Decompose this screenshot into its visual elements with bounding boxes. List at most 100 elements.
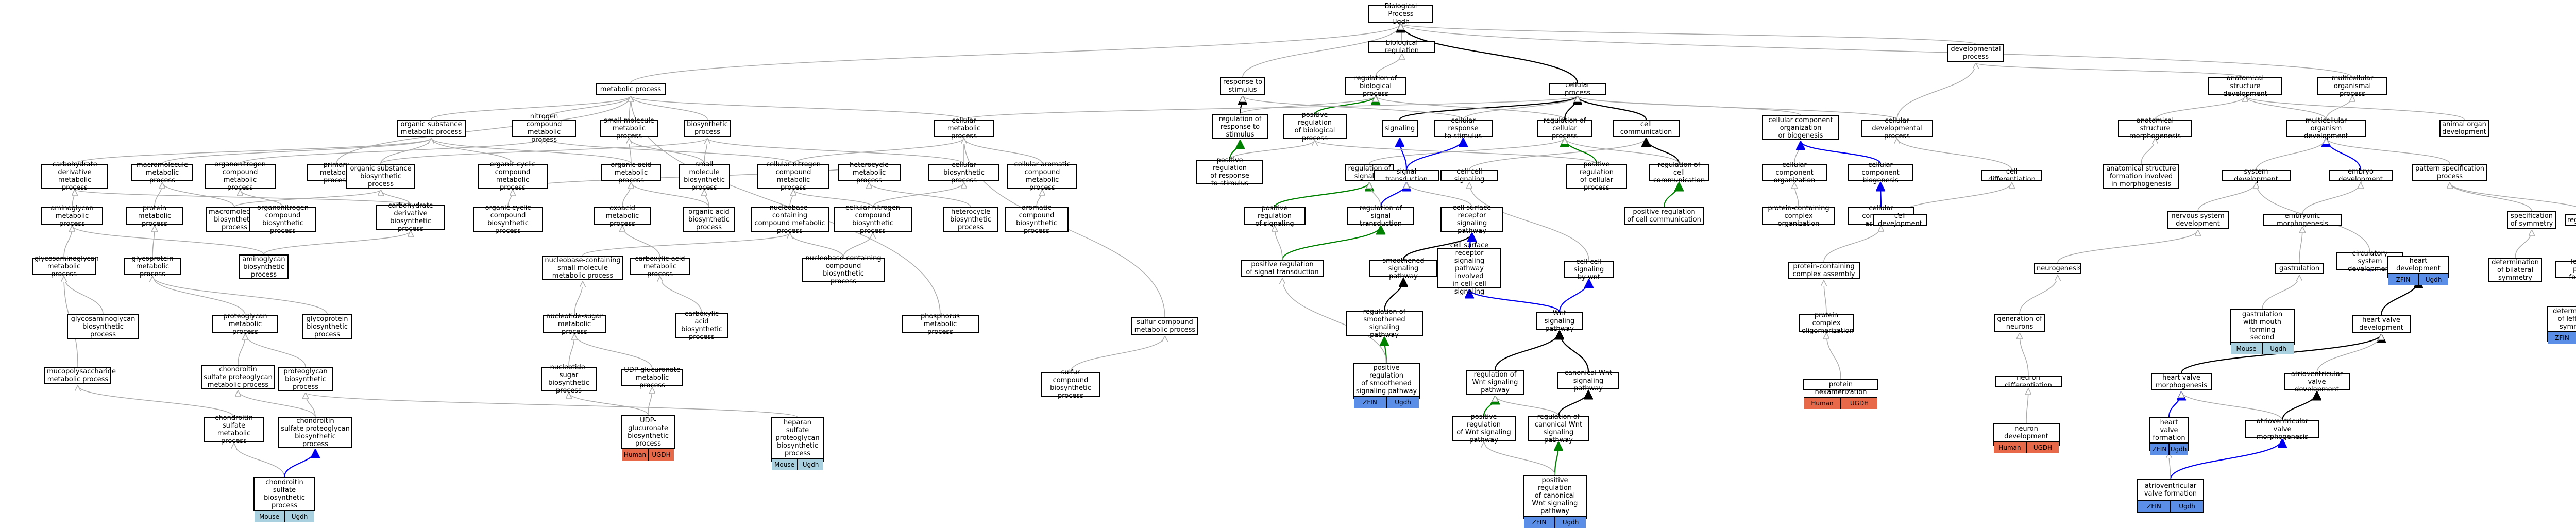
go-term-cellcomp[interactable]: cellular component organization or bioge… (1762, 115, 1839, 140)
go-term-posregcp[interactable]: positive regulation of cellular process (1566, 161, 1627, 192)
go-term-determ[interactable]: determination of bilateral symmetry (2488, 258, 2542, 282)
go-term-metab[interactable]: metabolic process (596, 83, 666, 95)
go-term-nervdev[interactable]: nervous system development (2167, 211, 2229, 229)
go-term-regsmooth[interactable]: regulation of smoothened signaling pathw… (1346, 308, 1423, 339)
go-term-hetero[interactable]: heterocycle metabolic process (838, 161, 901, 184)
go-term-celldiff[interactable]: cell differentiation (1981, 168, 2042, 183)
annotation-tag-mouse[interactable]: Mouse (2231, 343, 2262, 354)
go-term-wntcc[interactable]: cell-cell signaling by wnt (1564, 258, 1614, 281)
go-term-heartvalvedev[interactable]: heart valve development (2352, 315, 2411, 333)
go-term-phosph[interactable]: phosphorus metabolic process (902, 313, 979, 336)
annotation-tag-ugdh[interactable]: UGDH (648, 449, 674, 461)
go-term-cellcellsig[interactable]: cell-cell signaling (1440, 168, 1498, 183)
go-term-posresp[interactable]: positive regulation of response to stimu… (1196, 157, 1263, 188)
go-term-devproc[interactable]: developmental process (1947, 44, 2004, 62)
go-term-macromol[interactable]: macromolecule metabolic process (131, 161, 193, 184)
go-term-cellnitro[interactable]: cellular nitrogen compound metabolic pro… (757, 161, 829, 192)
go-term-regcellproc[interactable]: regulation of cellular process (1537, 117, 1592, 140)
go-term-determlr[interactable]: determination of left/right symmetryZFIN… (2547, 306, 2576, 344)
annotation-tag-ugdh[interactable]: Ugdh (797, 459, 823, 470)
annotation-tag-zfin[interactable]: ZFIN (2388, 274, 2418, 285)
go-term-cellmetab[interactable]: cellular metabolic process (934, 117, 994, 140)
go-term-celldevt[interactable]: cell development (1873, 212, 1927, 228)
go-term-orgcyc[interactable]: organic cyclic compound metabolic proces… (478, 161, 548, 192)
go-term-orgcycbio[interactable]: organic cyclic compound biosynthetic pro… (473, 204, 543, 235)
go-term-posregsigtrans[interactable]: positive regulation of signal transducti… (1241, 260, 1324, 277)
annotation-tag-ugdh[interactable]: Ugdh (2170, 501, 2203, 512)
go-term-nucsugar[interactable]: nucleotide-sugar metabolic process (543, 313, 606, 336)
go-term-orgacidbio[interactable]: organic acid biosynthetic process (683, 207, 735, 232)
go-term-patspec[interactable]: pattern specification process (2412, 164, 2487, 181)
annotation-tag-ugdh[interactable]: Ugdh (2262, 343, 2294, 354)
go-term-signaling[interactable]: signaling (1382, 120, 1418, 137)
go-term-organonitrobio[interactable]: organonitrogen compound biosynthetic pro… (249, 204, 316, 235)
go-term-cellarom[interactable]: cellular aromatic compound metabolic pro… (1007, 161, 1077, 192)
go-term-orgacid[interactable]: organic acid metabolic process (601, 161, 661, 184)
go-term-regwnt[interactable]: regulation of Wnt signaling pathway (1466, 370, 1524, 395)
annotation-tag-zfin[interactable]: ZFIN (1354, 397, 1386, 408)
annotation-tag-ugdh[interactable]: Ugdh (2168, 444, 2188, 455)
go-term-proteoglybio[interactable]: proteoglycan biosynthetic process (278, 367, 333, 391)
go-term-ccbio[interactable]: cellular component biogenesis (1848, 161, 1913, 184)
go-term-anatmorph[interactable]: anatomical structure morphogenesis (2118, 117, 2192, 140)
go-term-multidev[interactable]: multicellular organismal process (2317, 75, 2387, 98)
annotation-tag-zfin[interactable]: ZFIN (2138, 501, 2170, 512)
go-term-posregwnt[interactable]: positive regulation of Wnt signaling pat… (1452, 413, 1516, 444)
annotation-tag-human[interactable]: Human (1804, 398, 1840, 409)
annotation-tag-human[interactable]: Human (622, 449, 648, 461)
go-term-chondsulfmet[interactable]: chondroitin sulfate metabolic process (204, 414, 264, 445)
go-term-nbasesmall[interactable]: nucleobase-containing small molecule met… (542, 256, 623, 280)
go-term-chondbio[interactable]: chondroitin sulfate biosynthetic process… (253, 477, 315, 522)
go-term-glycosamino[interactable]: glycosaminoglycan metabolic process (32, 255, 99, 278)
go-term-cellcomm[interactable]: cell communication (1613, 120, 1680, 137)
go-term-orgsub[interactable]: organic substance metabolic process (397, 120, 466, 137)
go-term-regsigtrans[interactable]: regulation of signal transduction (1347, 205, 1414, 228)
annotation-tag-human[interactable]: Human (1994, 442, 2026, 453)
go-term-carbox[interactable]: carboxylic acid metabolic process (630, 255, 690, 278)
go-term-glycopro[interactable]: glycoprotein metabolic process (124, 255, 181, 278)
go-term-atriovmorph[interactable]: atrioventricular valve morphogenesis (2245, 418, 2319, 441)
go-term-smallmolbio[interactable]: small molecule biosynthetic process (679, 161, 730, 192)
go-term-heparan[interactable]: heparan sulfate proteoglycan biosyntheti… (771, 417, 824, 470)
go-term-anatform[interactable]: anatomical structure formation involved … (2103, 164, 2179, 189)
go-term-biosyn[interactable]: biosynthetic process (684, 120, 731, 137)
go-term-orgsubbio[interactable]: organic substance biosynthetic process (346, 164, 415, 189)
go-term-resp[interactable]: response to stimulus (1220, 77, 1265, 95)
annotation-tag-ugdh[interactable]: UGDH (1840, 398, 1877, 409)
go-term-nbasebio[interactable]: nucleobase-containing compound biosynthe… (802, 254, 885, 285)
go-term-posregcanwnt[interactable]: positive regulation of canonical Wnt sig… (1523, 475, 1587, 528)
annotation-tag-ugdh[interactable]: Ugdh (2418, 274, 2448, 285)
go-term-wntinv[interactable]: cell surface receptor signaling pathway … (1437, 242, 1501, 296)
go-term-regcanwnt[interactable]: regulation of canonical Wnt signaling pa… (1528, 413, 1589, 444)
go-term-sigtrans[interactable]: signal transduction (1374, 168, 1439, 183)
go-term-cellbio[interactable]: cellular biosynthetic process (928, 161, 999, 184)
go-term-sulfurbio[interactable]: sulfur compound biosynthetic process (1041, 369, 1100, 400)
go-term-regbp[interactable]: regulation of biological process (1345, 75, 1406, 98)
go-term-cellsurf[interactable]: cell surface receptor signaling pathway (1440, 204, 1503, 235)
go-term-chondprotbio[interactable]: chondroitin sulfate proteoglycan biosynt… (278, 417, 352, 448)
go-term-heartvalvemorph[interactable]: heart valve morphogenesis (2151, 373, 2212, 390)
go-term-regcellcomm[interactable]: regulation of cell communication (1649, 161, 1709, 184)
go-term-nitro[interactable]: nitrogen compound metabolic process (512, 113, 576, 144)
go-term-posregsig[interactable]: positive regulation of signaling (1244, 205, 1306, 228)
go-term-multiorgdev[interactable]: multicellular organism development (2286, 117, 2366, 140)
annotation-tag-ugdh[interactable]: Ugdh (1554, 517, 1586, 528)
go-term-embdev[interactable]: embryo development (2329, 168, 2393, 183)
go-term-leftright[interactable]: left/right pattern formation (2555, 258, 2576, 281)
go-term-bioreg[interactable]: biological regulation (1368, 39, 1435, 55)
go-term-protmet[interactable]: protein metabolic process (126, 205, 183, 228)
annotation-tag-ugdh[interactable]: Ugdh (1386, 397, 1419, 408)
go-term-nucsugarbio[interactable]: nucleotide-sugar biosynthetic process (541, 364, 597, 395)
go-term-proteogly[interactable]: proteoglycan metabolic process (212, 313, 278, 336)
go-term-aminogly[interactable]: aminoglycan metabolic process (41, 205, 103, 228)
go-term-smallmol[interactable]: small molecule metabolic process (600, 117, 658, 140)
annotation-tag-ugdh[interactable]: UGDH (2026, 442, 2059, 453)
go-term-protcompl[interactable]: protein-containing complex organization (1762, 205, 1835, 228)
annotation-tag-mouse[interactable]: Mouse (255, 511, 284, 522)
go-term-aminoglybio[interactable]: aminoglycan biosynthetic process (239, 254, 289, 279)
go-term-gastrul[interactable]: gastrulation (2275, 263, 2324, 274)
